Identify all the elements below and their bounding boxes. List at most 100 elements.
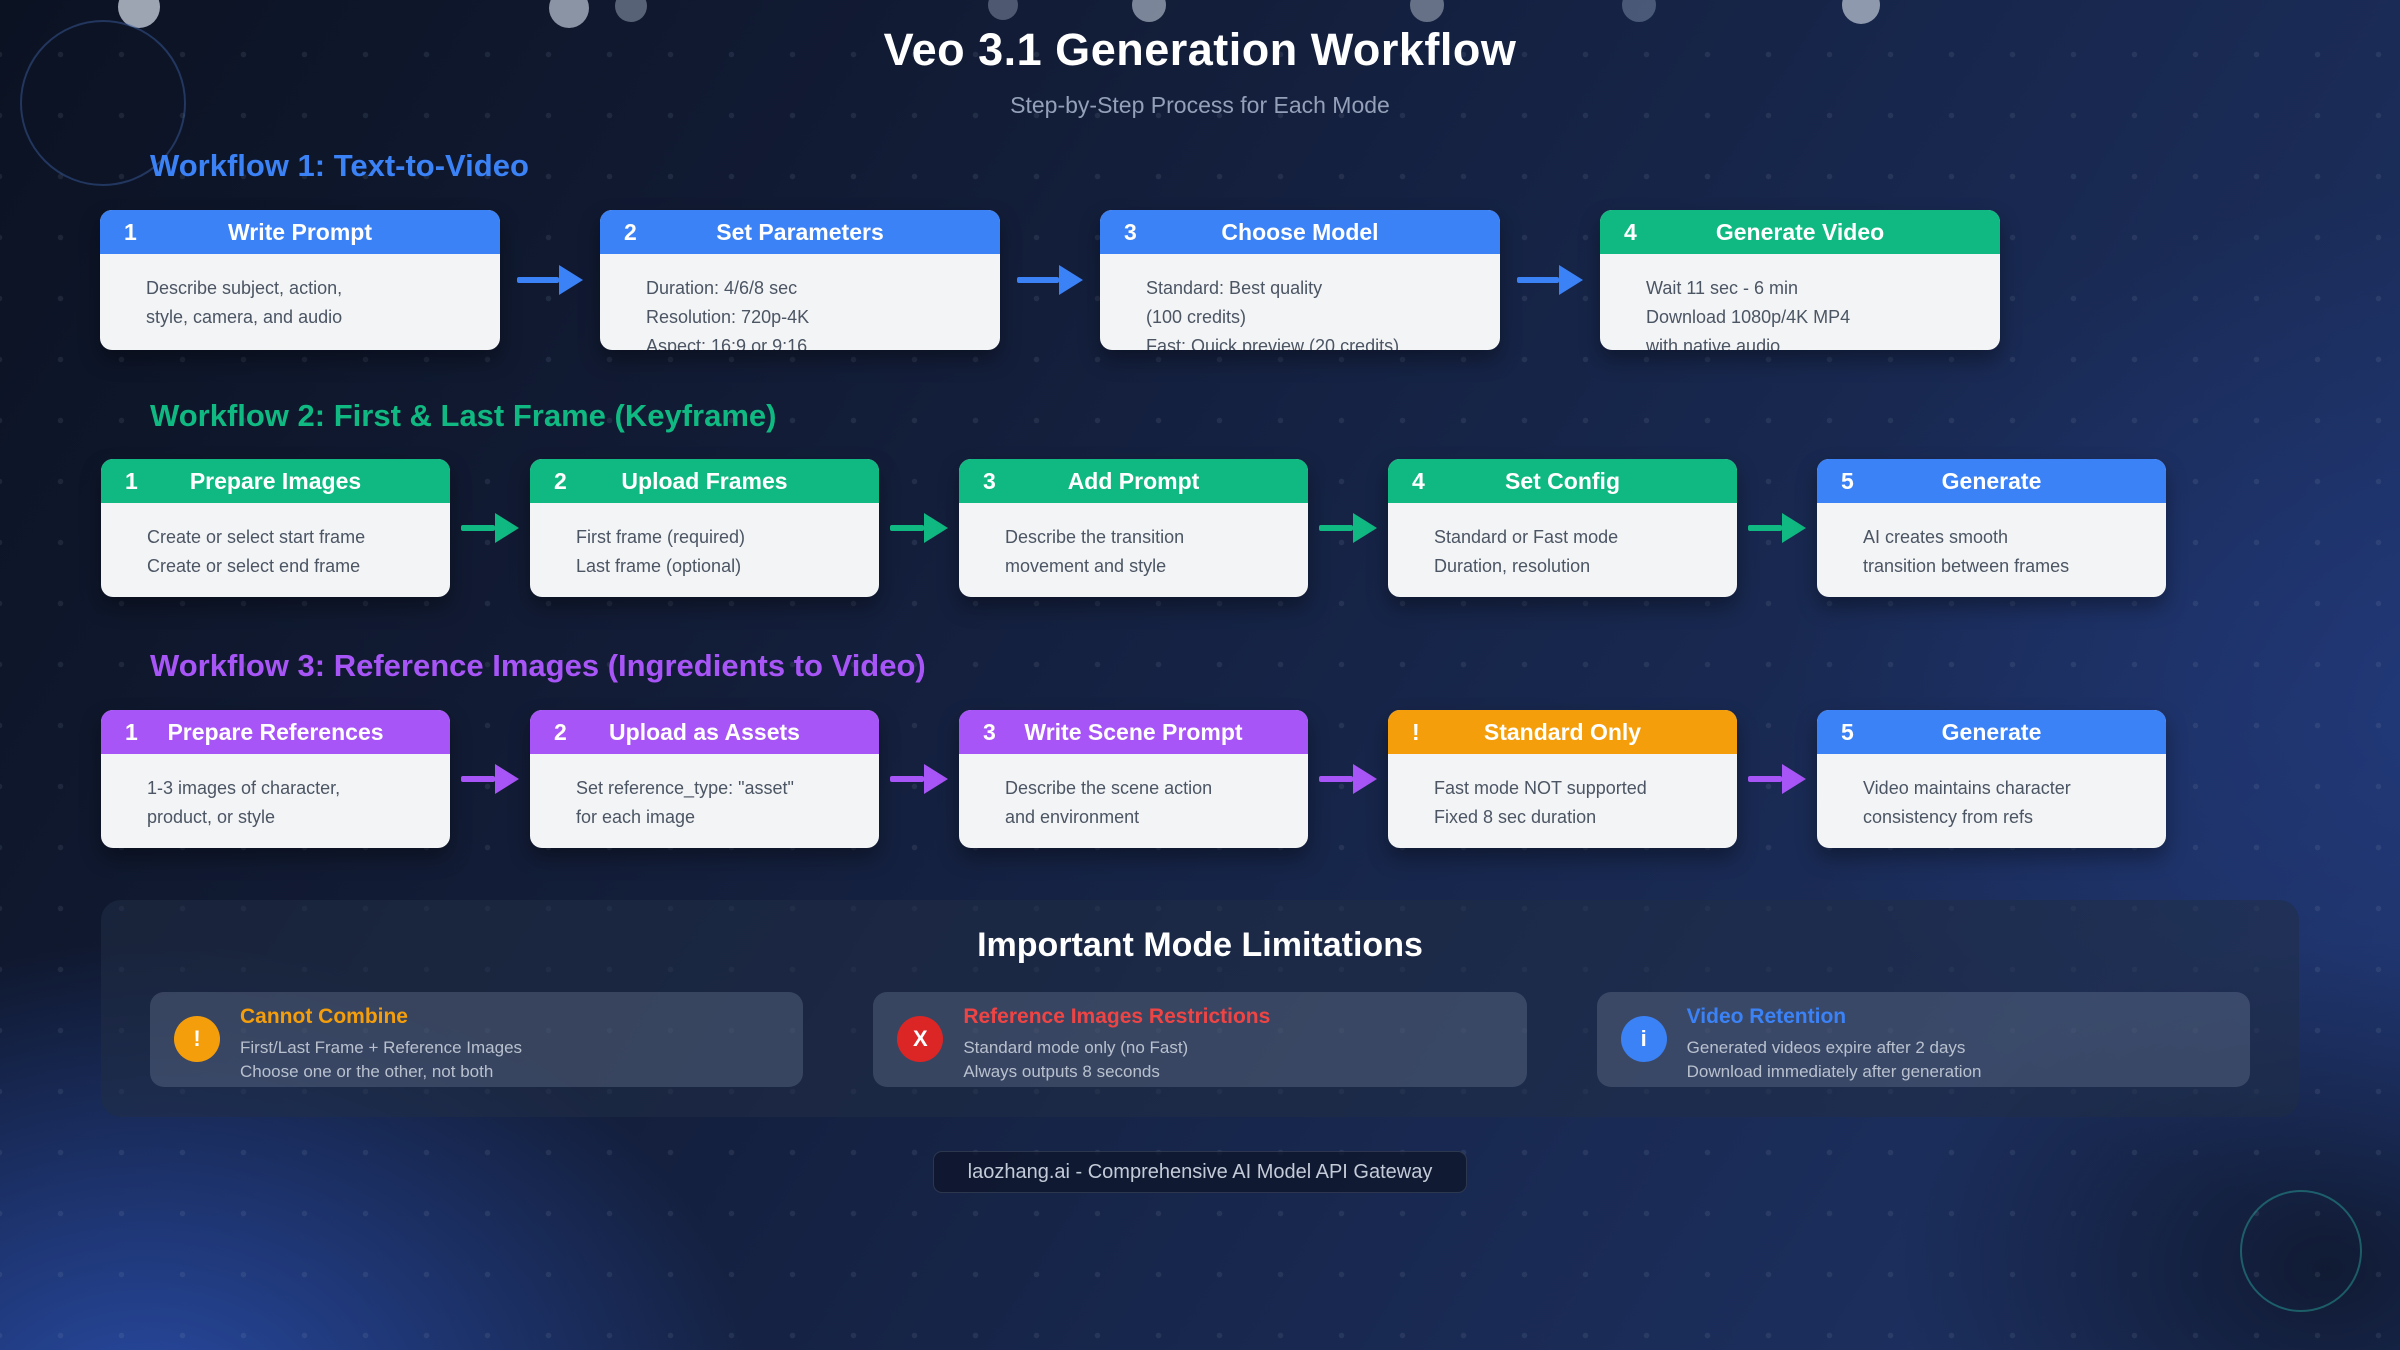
decor-circle-outline xyxy=(20,20,186,186)
step-line: First frame (required) xyxy=(576,527,746,547)
arrow-head xyxy=(924,513,948,543)
page-title: Veo 3.1 Generation Workflow xyxy=(883,24,1517,75)
info-icon: i xyxy=(1620,1016,1667,1062)
step-line: with native audio xyxy=(1646,336,1781,350)
arrow-shaft xyxy=(461,776,495,782)
step-number: 3 xyxy=(983,719,996,745)
arrow-shaft xyxy=(1748,776,1782,782)
step-line: for each image xyxy=(576,807,696,827)
arrow-shaft xyxy=(1748,525,1782,531)
step-title: Generate xyxy=(1941,719,2042,745)
flow-arrow xyxy=(879,710,959,848)
step-line: Create or select start frame xyxy=(147,527,366,547)
step-card-body: Describe subject, action, style, camera, … xyxy=(100,254,500,332)
step-title: Generate xyxy=(1941,468,2042,494)
step-line: Duration, resolution xyxy=(1434,556,1591,576)
workflow-heading: Workflow 2: First & Last Frame (Keyframe… xyxy=(150,398,777,433)
limitations-panel: Important Mode Limitations !Cannot Combi… xyxy=(101,900,2299,1117)
step-line: Describe subject, action, xyxy=(146,278,343,298)
limitation-line: Choose one or the other, not both xyxy=(240,1062,494,1081)
step-number: 4 xyxy=(1412,468,1425,494)
step-number: 1 xyxy=(125,719,138,745)
step-line: and environment xyxy=(1005,807,1140,827)
arrow-head xyxy=(559,265,583,295)
arrow-icon xyxy=(461,513,519,543)
flow-arrow xyxy=(450,710,530,848)
step-card-header: 1 Write Prompt xyxy=(100,210,500,254)
step-number: 1 xyxy=(124,219,137,245)
step-number: 5 xyxy=(1841,719,1854,745)
flow-arrow xyxy=(1737,459,1817,597)
step-line: Standard: Best quality xyxy=(1146,278,1323,298)
step-number: 2 xyxy=(554,468,567,494)
limitation-line: Always outputs 8 seconds xyxy=(963,1062,1160,1081)
step-line: AI creates smooth xyxy=(1863,527,2009,547)
footer-badge: laozhang.ai - Comprehensive AI Model API… xyxy=(0,1151,2400,1193)
step-number: 2 xyxy=(554,719,567,745)
flow-arrow xyxy=(1500,210,1600,350)
step-line: style, camera, and audio xyxy=(146,307,343,327)
arrow-icon xyxy=(890,513,948,543)
step-line: Wait 11 sec - 6 min xyxy=(1646,278,1799,298)
arrow-head xyxy=(1559,265,1583,295)
footer-pill: laozhang.ai - Comprehensive AI Model API… xyxy=(932,1151,1468,1193)
arrow-icon xyxy=(1517,265,1583,295)
error-icon: X xyxy=(897,1016,944,1062)
step-line: Resolution: 720p-4K xyxy=(646,307,810,327)
arrow-head xyxy=(1782,764,1806,794)
step-line: Last frame (optional) xyxy=(576,556,742,576)
step-card-header: !Standard Only xyxy=(1388,710,1737,754)
step-line: movement and style xyxy=(1005,556,1167,576)
arrow-head xyxy=(495,513,519,543)
step-title: Write Prompt xyxy=(228,219,372,245)
arrow-icon xyxy=(517,265,583,295)
limitation-title: Reference Images Restrictions xyxy=(963,1005,1271,1028)
step-title: Set Config xyxy=(1505,468,1620,494)
arrow-shaft xyxy=(890,776,924,782)
arrow-head xyxy=(1353,513,1377,543)
warning-icon: ! xyxy=(174,1016,220,1062)
arrow-shaft xyxy=(461,525,495,531)
arrow-icon xyxy=(1017,265,1083,295)
decor-dot xyxy=(1842,0,1880,24)
step-line: 1-3 images of character, xyxy=(147,778,341,798)
arrow-shaft xyxy=(1319,525,1353,531)
step-title: Set Parameters xyxy=(716,219,884,245)
step-card-header: 5 Generate xyxy=(1817,710,2166,754)
arrow-shaft xyxy=(1319,776,1353,782)
arrow-head xyxy=(1353,764,1377,794)
step-line: Fast: Quick preview (20 credits) xyxy=(1146,336,1400,350)
arrow-head xyxy=(924,764,948,794)
flow-arrow xyxy=(1737,710,1817,848)
step-line: Download 1080p/4K MP4 xyxy=(1646,307,1851,327)
decor-dot xyxy=(1132,0,1166,22)
arrow-shaft xyxy=(517,277,559,283)
